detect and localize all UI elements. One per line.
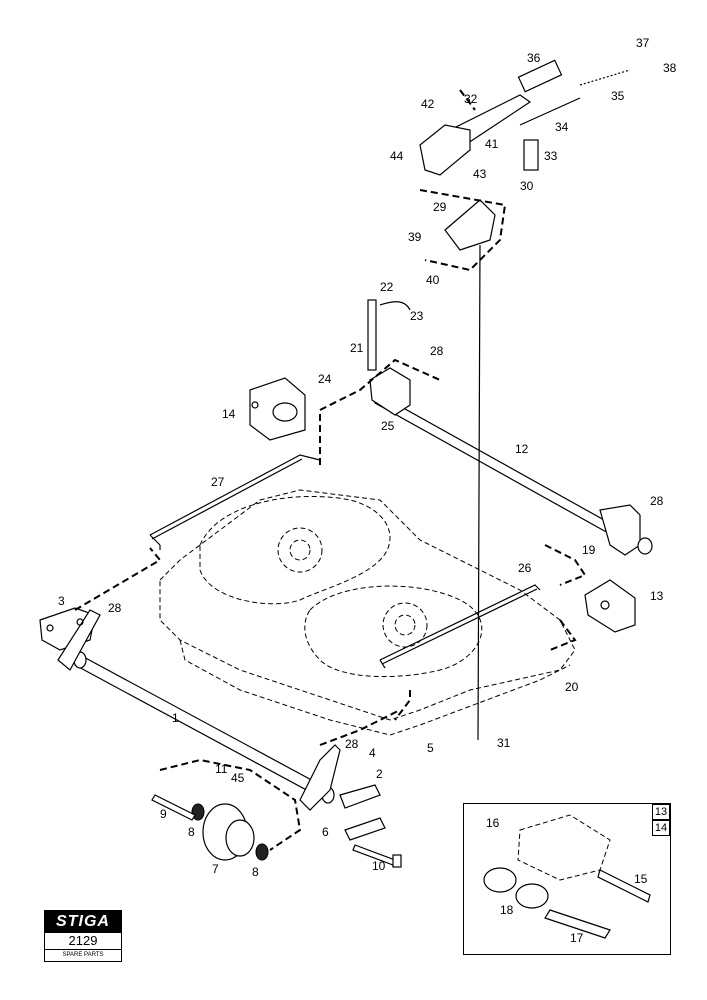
bent-rod-26 (379, 584, 541, 669)
callout-c8a: 8 (188, 825, 195, 839)
callout-c30: 30 (520, 179, 534, 193)
callout-c11: 11 (215, 762, 228, 776)
callout-c6: 6 (322, 825, 329, 839)
callout-c9: 9 (160, 807, 167, 821)
callout-c27: 27 (211, 475, 225, 489)
axle-arm-right (299, 744, 386, 841)
callout-c28b: 28 (430, 344, 444, 358)
caption: SPARE PARTS (45, 949, 121, 960)
callout-c34: 34 (555, 120, 569, 134)
callout-c32: 32 (464, 92, 478, 106)
callout-c22: 22 (380, 280, 394, 294)
callout-c12: 12 (515, 442, 529, 456)
callout-c3: 3 (58, 594, 65, 608)
callout-c24: 24 (318, 372, 332, 386)
callout-c5: 5 (427, 741, 434, 755)
callout-c36: 36 (527, 51, 541, 65)
assembly-lines (74, 89, 587, 851)
rear-shaft (374, 394, 653, 556)
callout-c37: 37 (636, 36, 650, 50)
callout-c39: 39 (408, 230, 422, 244)
stiga-logo: STIGA 2129 SPARE PARTS (44, 910, 122, 962)
callout-c19: 19 (582, 543, 596, 557)
diagram-code: 2129 (68, 933, 98, 948)
callout-c15: 15 (634, 872, 648, 886)
callout-c28d: 28 (345, 737, 359, 751)
callout-c2: 2 (376, 767, 383, 781)
front-axle-rod (73, 651, 335, 804)
callout-c25: 25 (381, 419, 395, 433)
bracket-25 (369, 367, 411, 416)
callout-c35: 35 (611, 89, 625, 103)
callout-c16: 16 (486, 816, 500, 830)
inset-tag-14: 14 (652, 820, 670, 836)
bracket-29 (444, 199, 496, 251)
bent-rod-27 (149, 454, 321, 550)
callout-c21: 21 (350, 341, 364, 355)
callout-c28c: 28 (650, 494, 664, 508)
callout-c18: 18 (500, 903, 514, 917)
callout-c40: 40 (426, 273, 440, 287)
callout-c28a: 28 (108, 601, 122, 615)
rod-21 (367, 299, 411, 371)
callout-c23: 23 (410, 309, 424, 323)
bracket-14 (249, 377, 306, 441)
bolt-10 (352, 844, 402, 868)
callout-c13: 13 (650, 589, 664, 603)
callout-c38: 38 (663, 61, 677, 75)
bracket-13 (584, 579, 636, 633)
callout-c41: 41 (485, 137, 499, 151)
callout-c42: 42 (421, 97, 435, 111)
callout-c26: 26 (518, 561, 532, 575)
callout-c4: 4 (369, 746, 376, 760)
callout-c14: 14 (222, 407, 236, 421)
brand-name: STIGA (45, 911, 121, 933)
callout-c1: 1 (172, 711, 179, 725)
callout-c33: 33 (544, 149, 558, 163)
callout-c10: 10 (372, 859, 386, 873)
callout-c8b: 8 (252, 865, 259, 879)
callout-c29: 29 (433, 200, 447, 214)
callout-c7: 7 (212, 862, 219, 876)
callout-c44: 44 (390, 149, 404, 163)
inset-bracket-detail (483, 814, 651, 939)
bracket-left (39, 607, 101, 671)
vertical-link (477, 244, 481, 741)
inset-detail-frame: 13 14 (463, 803, 671, 955)
callout-c17: 17 (570, 931, 584, 945)
inset-tag-13: 13 (652, 804, 670, 820)
front-wheel (151, 794, 269, 861)
callout-c20: 20 (565, 680, 579, 694)
mower-deck (159, 489, 576, 736)
callout-c45: 45 (231, 771, 245, 785)
lever-assembly (419, 59, 631, 176)
callout-c43: 43 (473, 167, 487, 181)
callout-c31: 31 (497, 736, 511, 750)
